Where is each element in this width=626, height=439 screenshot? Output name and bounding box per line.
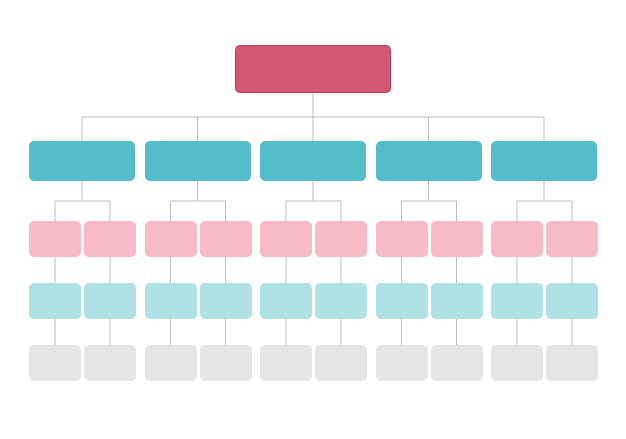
member-box: [315, 345, 367, 381]
department-box: [29, 141, 135, 181]
member-box: [199, 345, 252, 381]
department-box: [375, 141, 482, 181]
subteam-box: [491, 283, 543, 319]
team-box: [199, 221, 252, 257]
team-box: [29, 221, 81, 257]
member-box: [29, 345, 81, 381]
member-box: [84, 345, 136, 381]
root-node-box: [235, 45, 391, 93]
member-box: [144, 345, 197, 381]
subteam-box: [199, 283, 252, 319]
team-box: [546, 221, 598, 257]
team-box: [375, 221, 428, 257]
member-box: [430, 345, 483, 381]
team-box: [491, 221, 543, 257]
subteam-box: [375, 283, 428, 319]
team-box: [260, 221, 312, 257]
subteam-box: [430, 283, 483, 319]
subteam-box: [144, 283, 197, 319]
team-box: [315, 221, 367, 257]
member-box: [260, 345, 312, 381]
subteam-box: [29, 283, 81, 319]
subteam-box: [315, 283, 367, 319]
subteam-box: [546, 283, 598, 319]
team-box: [84, 221, 136, 257]
team-box: [144, 221, 197, 257]
member-box: [491, 345, 543, 381]
member-box: [546, 345, 598, 381]
department-box: [491, 141, 597, 181]
subteam-box: [260, 283, 312, 319]
team-box: [430, 221, 483, 257]
subteam-box: [84, 283, 136, 319]
department-box: [144, 141, 251, 181]
member-box: [375, 345, 428, 381]
department-box: [260, 141, 366, 181]
